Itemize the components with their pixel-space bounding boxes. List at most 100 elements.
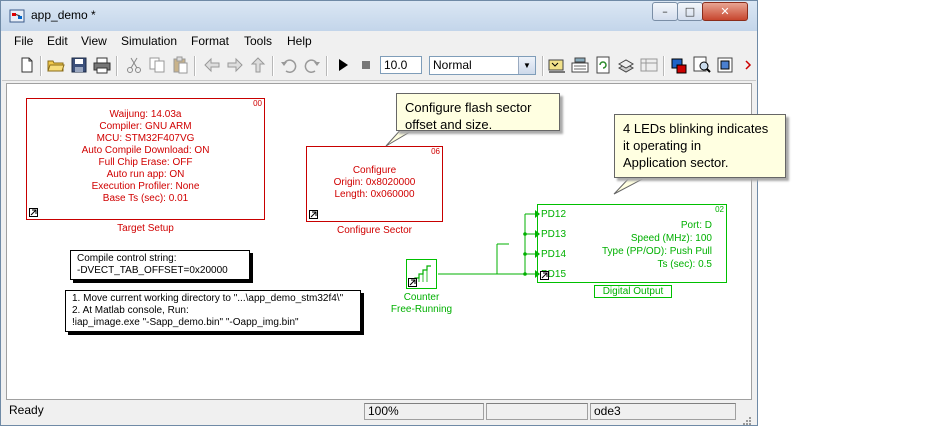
redo-icon[interactable] bbox=[303, 56, 321, 74]
build-icon[interactable] bbox=[548, 56, 566, 74]
shortcut-arrow-icon bbox=[309, 210, 318, 219]
callout-line: offset and size. bbox=[405, 117, 493, 132]
toolbar-separator bbox=[542, 56, 544, 76]
toolbar-separator bbox=[272, 56, 274, 76]
simulation-mode-select[interactable]: Normal ▼ bbox=[429, 56, 536, 75]
forward-arrow-icon[interactable] bbox=[226, 56, 244, 74]
library-browser-icon[interactable] bbox=[617, 56, 635, 74]
chevron-down-icon[interactable]: ▼ bbox=[518, 57, 535, 74]
model-explorer-icon[interactable] bbox=[640, 56, 658, 74]
toolbar: 10.0 Normal ▼ bbox=[2, 52, 756, 81]
flash-sector-callout[interactable]: Configure flash sector offset and size. bbox=[396, 93, 560, 132]
cut-icon[interactable] bbox=[125, 56, 143, 74]
resize-grip-icon[interactable] bbox=[740, 411, 752, 425]
instructions-line: !iap_image.exe "-Sapp_demo.bin" "-Oapp_i… bbox=[72, 317, 299, 328]
window-title: app_demo * bbox=[31, 8, 96, 22]
counter-free-running-block[interactable] bbox=[406, 259, 437, 289]
up-arrow-icon[interactable] bbox=[249, 56, 267, 74]
simulink-model-icon bbox=[9, 8, 25, 24]
toolbar-separator bbox=[116, 56, 118, 76]
digital-output-block[interactable]: 02 PD12 PD13 PD14 PD15 Port: D Speed (MH… bbox=[537, 204, 727, 283]
configure-sector-caption[interactable]: Configure Sector bbox=[336, 225, 413, 236]
menu-tools[interactable]: Tools bbox=[244, 34, 273, 48]
instructions-line: 2. At Matlab console, Run: bbox=[72, 305, 189, 316]
print-icon[interactable] bbox=[93, 56, 111, 74]
block-number: 00 bbox=[253, 99, 262, 108]
status-bar: Ready 100% ode3 bbox=[2, 401, 756, 425]
paste-icon[interactable] bbox=[171, 56, 189, 74]
simulation-mode-value: Normal bbox=[433, 58, 472, 72]
target-setup-line: MCU: STM32F407VG bbox=[96, 133, 195, 144]
run-icon[interactable] bbox=[334, 56, 352, 74]
refresh-model-icon[interactable] bbox=[594, 56, 612, 74]
menu-simulation[interactable]: Simulation bbox=[121, 34, 178, 48]
digital-output-param: Port: D bbox=[680, 220, 712, 231]
target-setup-line: Auto Compile Download: ON bbox=[81, 145, 210, 156]
shortcut-arrow-icon bbox=[408, 278, 417, 287]
instructions-line: 1. Move current working directory to "..… bbox=[72, 293, 344, 304]
compile-note-line: -DVECT_TAB_OFFSET=0x20000 bbox=[77, 265, 228, 276]
incremental-build-icon[interactable] bbox=[571, 56, 589, 74]
port-label-pd15: PD15 bbox=[541, 269, 567, 280]
block-number: 02 bbox=[715, 205, 724, 214]
save-icon[interactable] bbox=[70, 56, 88, 74]
toolbar-overflow-icon[interactable] bbox=[739, 56, 752, 74]
led-blinking-callout[interactable]: 4 LEDs blinking indicates it operating i… bbox=[614, 114, 786, 178]
minimize-button[interactable]: – bbox=[652, 2, 678, 21]
toolbar-separator bbox=[40, 56, 42, 76]
target-setup-caption[interactable]: Target Setup bbox=[117, 223, 174, 234]
target-setup-block[interactable]: 00 Waijung: 14.03a Compiler: GNU ARM MCU… bbox=[26, 98, 265, 220]
toolbar-separator bbox=[194, 56, 196, 76]
callout-line: 4 LEDs blinking indicates bbox=[623, 121, 769, 136]
port-label-pd14: PD14 bbox=[541, 249, 567, 260]
toolbar-separator bbox=[663, 56, 665, 76]
close-button[interactable]: ✕ bbox=[702, 2, 748, 21]
status-empty-cell bbox=[486, 403, 588, 420]
target-setup-line: Waijung: 14.03a bbox=[109, 109, 182, 120]
copy-icon[interactable] bbox=[148, 56, 166, 74]
stop-icon[interactable] bbox=[357, 56, 375, 74]
compile-control-note[interactable]: Compile control string: -DVECT_TAB_OFFSE… bbox=[70, 250, 250, 280]
menu-format[interactable]: Format bbox=[191, 34, 230, 48]
counter-caption[interactable]: Counter Free-Running bbox=[376, 292, 467, 316]
counter-caption-line1: Counter bbox=[403, 292, 440, 303]
menu-bar: File Edit View Simulation Format Tools H… bbox=[2, 32, 756, 52]
title-bar[interactable]: app_demo * – □ ✕ bbox=[1, 1, 757, 31]
digital-output-param: Speed (MHz): 100 bbox=[630, 233, 712, 244]
open-folder-icon[interactable] bbox=[47, 56, 65, 74]
configure-sector-block[interactable]: 06 Configure Origin: 0x8020000 Length: 0… bbox=[306, 146, 443, 222]
status-zoom: 100% bbox=[364, 403, 484, 420]
status-solver: ode3 bbox=[590, 403, 736, 420]
digital-output-param: Ts (sec): 0.5 bbox=[657, 259, 712, 270]
undo-icon[interactable] bbox=[280, 56, 298, 74]
callout-line: Configure flash sector bbox=[405, 100, 532, 115]
app-window: app_demo * – □ ✕ File Edit View Simulati… bbox=[0, 0, 758, 426]
configure-sector-line: Configure bbox=[352, 165, 397, 176]
shortcut-arrow-icon bbox=[29, 208, 38, 217]
maximize-button[interactable]: □ bbox=[677, 2, 703, 21]
menu-edit[interactable]: Edit bbox=[47, 34, 68, 48]
target-setup-line: Base Ts (sec): 0.01 bbox=[102, 193, 189, 204]
callout-line: Application sector. bbox=[623, 155, 729, 170]
counter-caption-line2: Free-Running bbox=[390, 304, 453, 315]
debugger-icon[interactable] bbox=[670, 56, 688, 74]
menu-file[interactable]: File bbox=[14, 34, 34, 48]
instructions-note[interactable]: 1. Move current working directory to "..… bbox=[65, 290, 361, 332]
digital-output-param: Type (PP/OD): Push Pull bbox=[601, 246, 712, 257]
target-setup-line: Auto run app: ON bbox=[106, 169, 185, 180]
stop-time-input[interactable]: 10.0 bbox=[380, 56, 422, 74]
shortcut-arrow-icon bbox=[540, 271, 549, 280]
callout-line: it operating in bbox=[623, 138, 702, 153]
digital-output-caption[interactable]: Digital Output bbox=[594, 285, 672, 298]
model-advisor-icon[interactable] bbox=[716, 56, 734, 74]
menu-view[interactable]: View bbox=[81, 34, 107, 48]
zoom-fit-icon[interactable] bbox=[693, 56, 711, 74]
port-label-pd12: PD12 bbox=[541, 209, 567, 220]
back-arrow-icon[interactable] bbox=[203, 56, 221, 74]
menu-help[interactable]: Help bbox=[287, 34, 312, 48]
configure-sector-line: Length: 0x060000 bbox=[334, 189, 415, 200]
port-label-pd13: PD13 bbox=[541, 229, 567, 240]
signal-lines bbox=[438, 210, 540, 278]
new-icon[interactable] bbox=[18, 56, 36, 74]
compile-note-line: Compile control string: bbox=[77, 253, 177, 264]
